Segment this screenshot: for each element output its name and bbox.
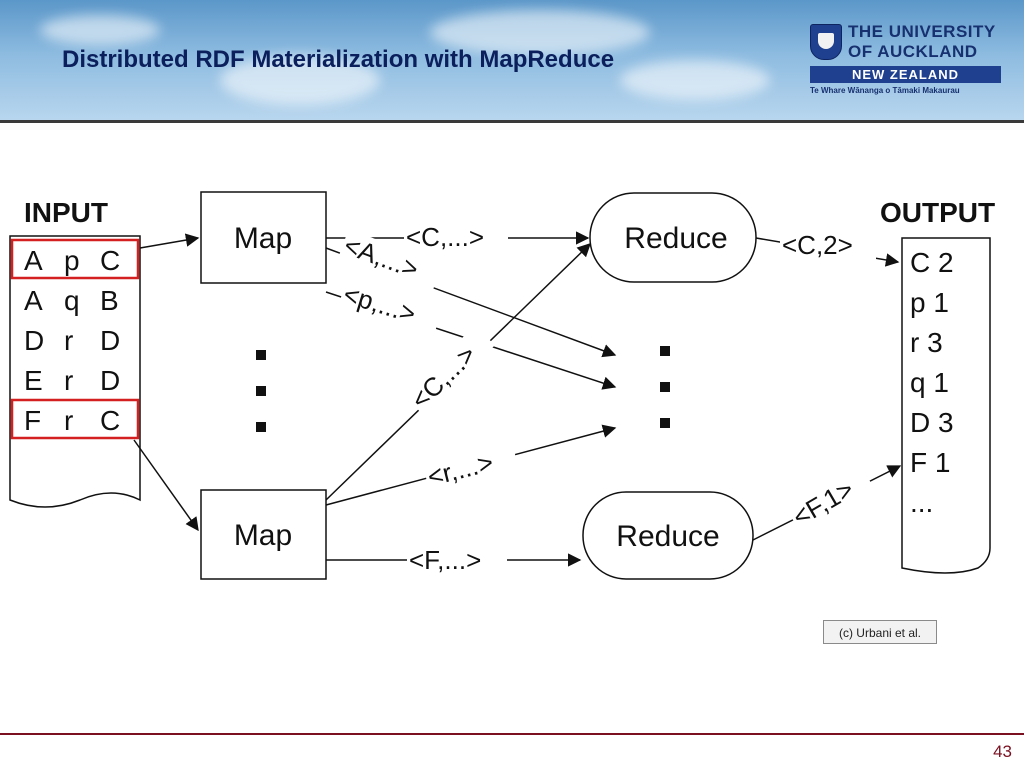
input-triple-term: D: [100, 325, 120, 356]
map-ellipsis: [256, 350, 266, 432]
input-label: INPUT: [24, 197, 108, 228]
logo-line2: OF AUCKLAND: [848, 42, 978, 61]
input-triple-term: p: [64, 245, 80, 276]
output-count-row: r 3: [910, 327, 943, 358]
label-c-kv: <C,...>: [406, 222, 484, 252]
label-r-kv: <r,...>: [424, 447, 496, 492]
input-triple-term: E: [24, 365, 43, 396]
map-label-bottom: Map: [234, 519, 292, 552]
header-divider: [0, 120, 1024, 123]
logo-nz-bar: NEW ZEALAND: [810, 66, 1001, 83]
input-triple-term: D: [100, 365, 120, 396]
logo-line1: THE UNIVERSITY: [848, 22, 996, 41]
slide-header: [0, 0, 1024, 120]
input-triple-term: r: [64, 325, 73, 356]
highlight-box: [10, 398, 140, 440]
reduce-ellipsis: [660, 346, 670, 428]
reduce-box-bottom: [582, 491, 754, 580]
input-triple-term: B: [100, 285, 119, 316]
arrow-input-to-map-bottom: [133, 439, 199, 532]
map-label-top: Map: [234, 222, 292, 255]
highlight-box: [10, 238, 140, 280]
crest-icon: [810, 24, 842, 60]
input-triple-term: r: [64, 405, 73, 436]
map-box-top: [200, 191, 327, 284]
output-scroll: [901, 237, 991, 574]
page-number: 43: [993, 742, 1012, 761]
output-count-row: ...: [910, 487, 933, 518]
image-credit: (c) Urbani et al.: [823, 620, 937, 644]
label-f-out: <F,1>: [787, 474, 858, 533]
input-triple-term: q: [64, 285, 80, 316]
map-box-bottom: [200, 489, 327, 580]
output-rows: C 2 p 1 r 3 q 1 D 3 F 1...: [910, 247, 954, 518]
input-triple-term: A: [24, 285, 43, 316]
label-c-kv-diag: <C,...>: [405, 339, 482, 415]
output-label: OUTPUT: [880, 197, 995, 228]
output-count-row: C 2: [910, 247, 954, 278]
input-triple-term: F: [24, 405, 41, 436]
input-triple-term: C: [100, 245, 120, 276]
label-c-out: <C,2>: [782, 230, 853, 260]
input-triple-term: C: [100, 405, 120, 436]
output-count-row: p 1: [910, 287, 949, 318]
label-f-kv: <F,...>: [409, 545, 481, 575]
label-p-kv: <p,...>: [340, 279, 419, 329]
arrow-input-to-map-top: [139, 233, 200, 249]
output-count-row: F 1: [910, 447, 950, 478]
input-triple-term: r: [64, 365, 73, 396]
reduce-box-top: [589, 192, 757, 283]
output-count-row: q 1: [910, 367, 949, 398]
logo-tagline: Te Whare Wānanga o Tāmaki Makaurau: [810, 86, 960, 95]
input-triple-term: D: [24, 325, 44, 356]
footer-divider: [0, 733, 1024, 735]
university-logo: THE UNIVERSITY OF AUCKLAND NEW ZEALAND T…: [808, 22, 1008, 102]
input-triple-term: A: [24, 245, 43, 276]
reduce-label-top: Reduce: [624, 222, 727, 255]
reduce-label-bottom: Reduce: [616, 520, 719, 553]
output-count-row: D 3: [910, 407, 954, 438]
slide-title: Distributed RDF Materialization with Map…: [62, 46, 615, 73]
